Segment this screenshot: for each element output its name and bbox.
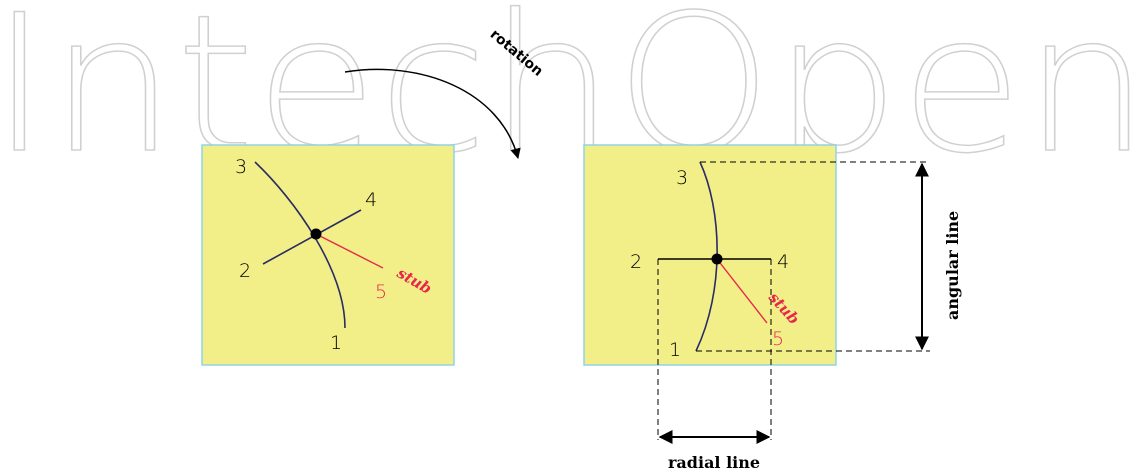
left-panel: 3 4 2 5 1 stub — [201, 144, 455, 366]
watermark-text: IntechOpen — [0, 0, 1142, 195]
left-panel-background — [201, 144, 455, 366]
left-label-4: 4 — [365, 189, 377, 211]
right-panel-background — [583, 144, 837, 366]
angular-line-label: angular line — [943, 211, 962, 320]
right-curve-line — [695, 161, 718, 352]
right-label-2: 2 — [630, 251, 642, 273]
left-stub-line — [315, 233, 384, 269]
right-label-1: 1 — [669, 339, 681, 361]
right-junction-dot — [711, 253, 723, 265]
rotation-arrow — [344, 68, 521, 160]
left-label-3: 3 — [235, 156, 247, 178]
left-junction-dot — [310, 228, 322, 240]
right-stub-line — [716, 258, 768, 324]
left-label-5: 5 — [375, 281, 387, 303]
left-label-2: 2 — [239, 260, 251, 282]
right-label-5: 5 — [772, 328, 784, 350]
right-panel: 3 2 4 1 5 stub angular line radial line — [583, 144, 962, 472]
right-label-3: 3 — [676, 167, 688, 189]
radial-line-label: radial line — [668, 453, 760, 472]
right-label-4: 4 — [777, 251, 789, 273]
left-label-1: 1 — [330, 332, 342, 354]
